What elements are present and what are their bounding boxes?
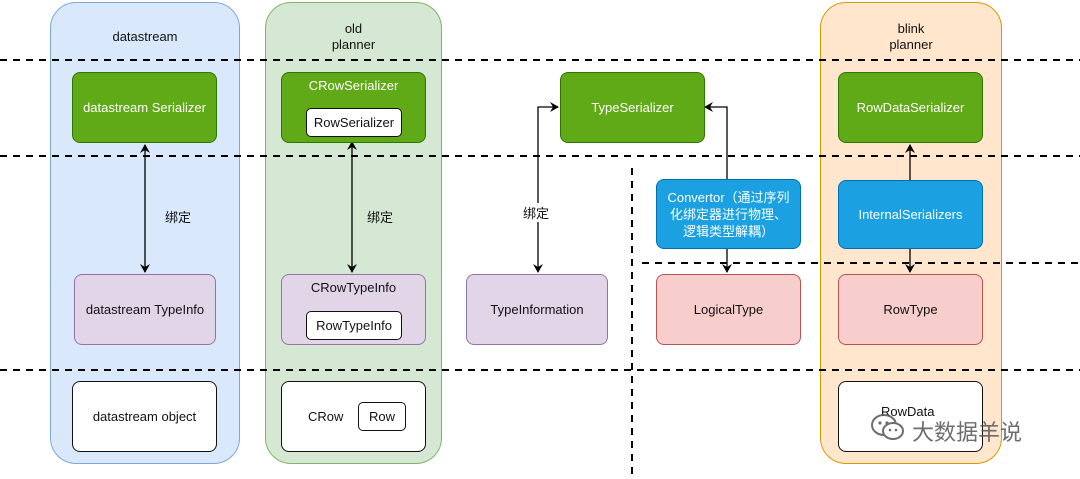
ds-bind-label: 绑定 bbox=[165, 210, 192, 225]
crow-label: CRow bbox=[308, 408, 344, 424]
lane-title-datastream: datastream bbox=[112, 29, 178, 44]
lane-title-blink-planner: blink planner bbox=[820, 21, 1002, 53]
logical-type-node: LogicalType bbox=[656, 274, 801, 345]
watermark: 大数据羊说 bbox=[870, 414, 1070, 448]
datastream-serializer-node: datastream Serializer bbox=[72, 72, 217, 143]
wechat-icon bbox=[870, 413, 906, 449]
crow-node: CRow bbox=[281, 381, 426, 452]
old-bind-label: 绑定 bbox=[367, 210, 394, 225]
crow-typeinfo-label: CRowTypeInfo bbox=[310, 280, 397, 295]
convertor-line-1: Convertor（通过序列 bbox=[667, 189, 790, 205]
lane-title-old-line2: planner bbox=[331, 37, 376, 52]
type-information-node: TypeInformation bbox=[466, 274, 608, 345]
row-type-node: RowType bbox=[838, 274, 983, 345]
row-node: Row bbox=[358, 402, 406, 431]
lane-title-old-line1: old bbox=[344, 21, 363, 36]
rowdata-node: RowData bbox=[838, 381, 983, 452]
type-bind-arrow bbox=[533, 102, 559, 273]
type-bind-label: 绑定 bbox=[522, 203, 551, 222]
datastream-typeinfo-node: datastream TypeInfo bbox=[74, 274, 216, 345]
lane-title-old-planner: old planner bbox=[265, 21, 442, 53]
crow-serializer-label: CRowSerializer bbox=[308, 78, 399, 93]
type-serializer-node: TypeSerializer bbox=[560, 72, 705, 143]
rowdata-serializer-node: RowDataSerializer bbox=[838, 72, 983, 143]
datastream-object-node: datastream object bbox=[72, 381, 217, 452]
row-typeinfo-node: RowTypeInfo bbox=[306, 311, 402, 340]
row-serializer-node: RowSerializer bbox=[306, 108, 402, 137]
lane-title-blink-line2: planner bbox=[889, 37, 933, 52]
lane-title-blink-line1: blink bbox=[897, 21, 925, 36]
convertor-node: Convertor（通过序列 化绑定器进行物理、 逻辑类型解耦） bbox=[656, 179, 801, 249]
convertor-line-3: 逻辑类型解耦） bbox=[682, 223, 774, 239]
convertor-line-2: 化绑定器进行物理、 bbox=[669, 206, 787, 222]
internal-serializers-node: InternalSerializers bbox=[838, 180, 983, 249]
watermark-text: 大数据羊说 bbox=[912, 421, 1023, 446]
